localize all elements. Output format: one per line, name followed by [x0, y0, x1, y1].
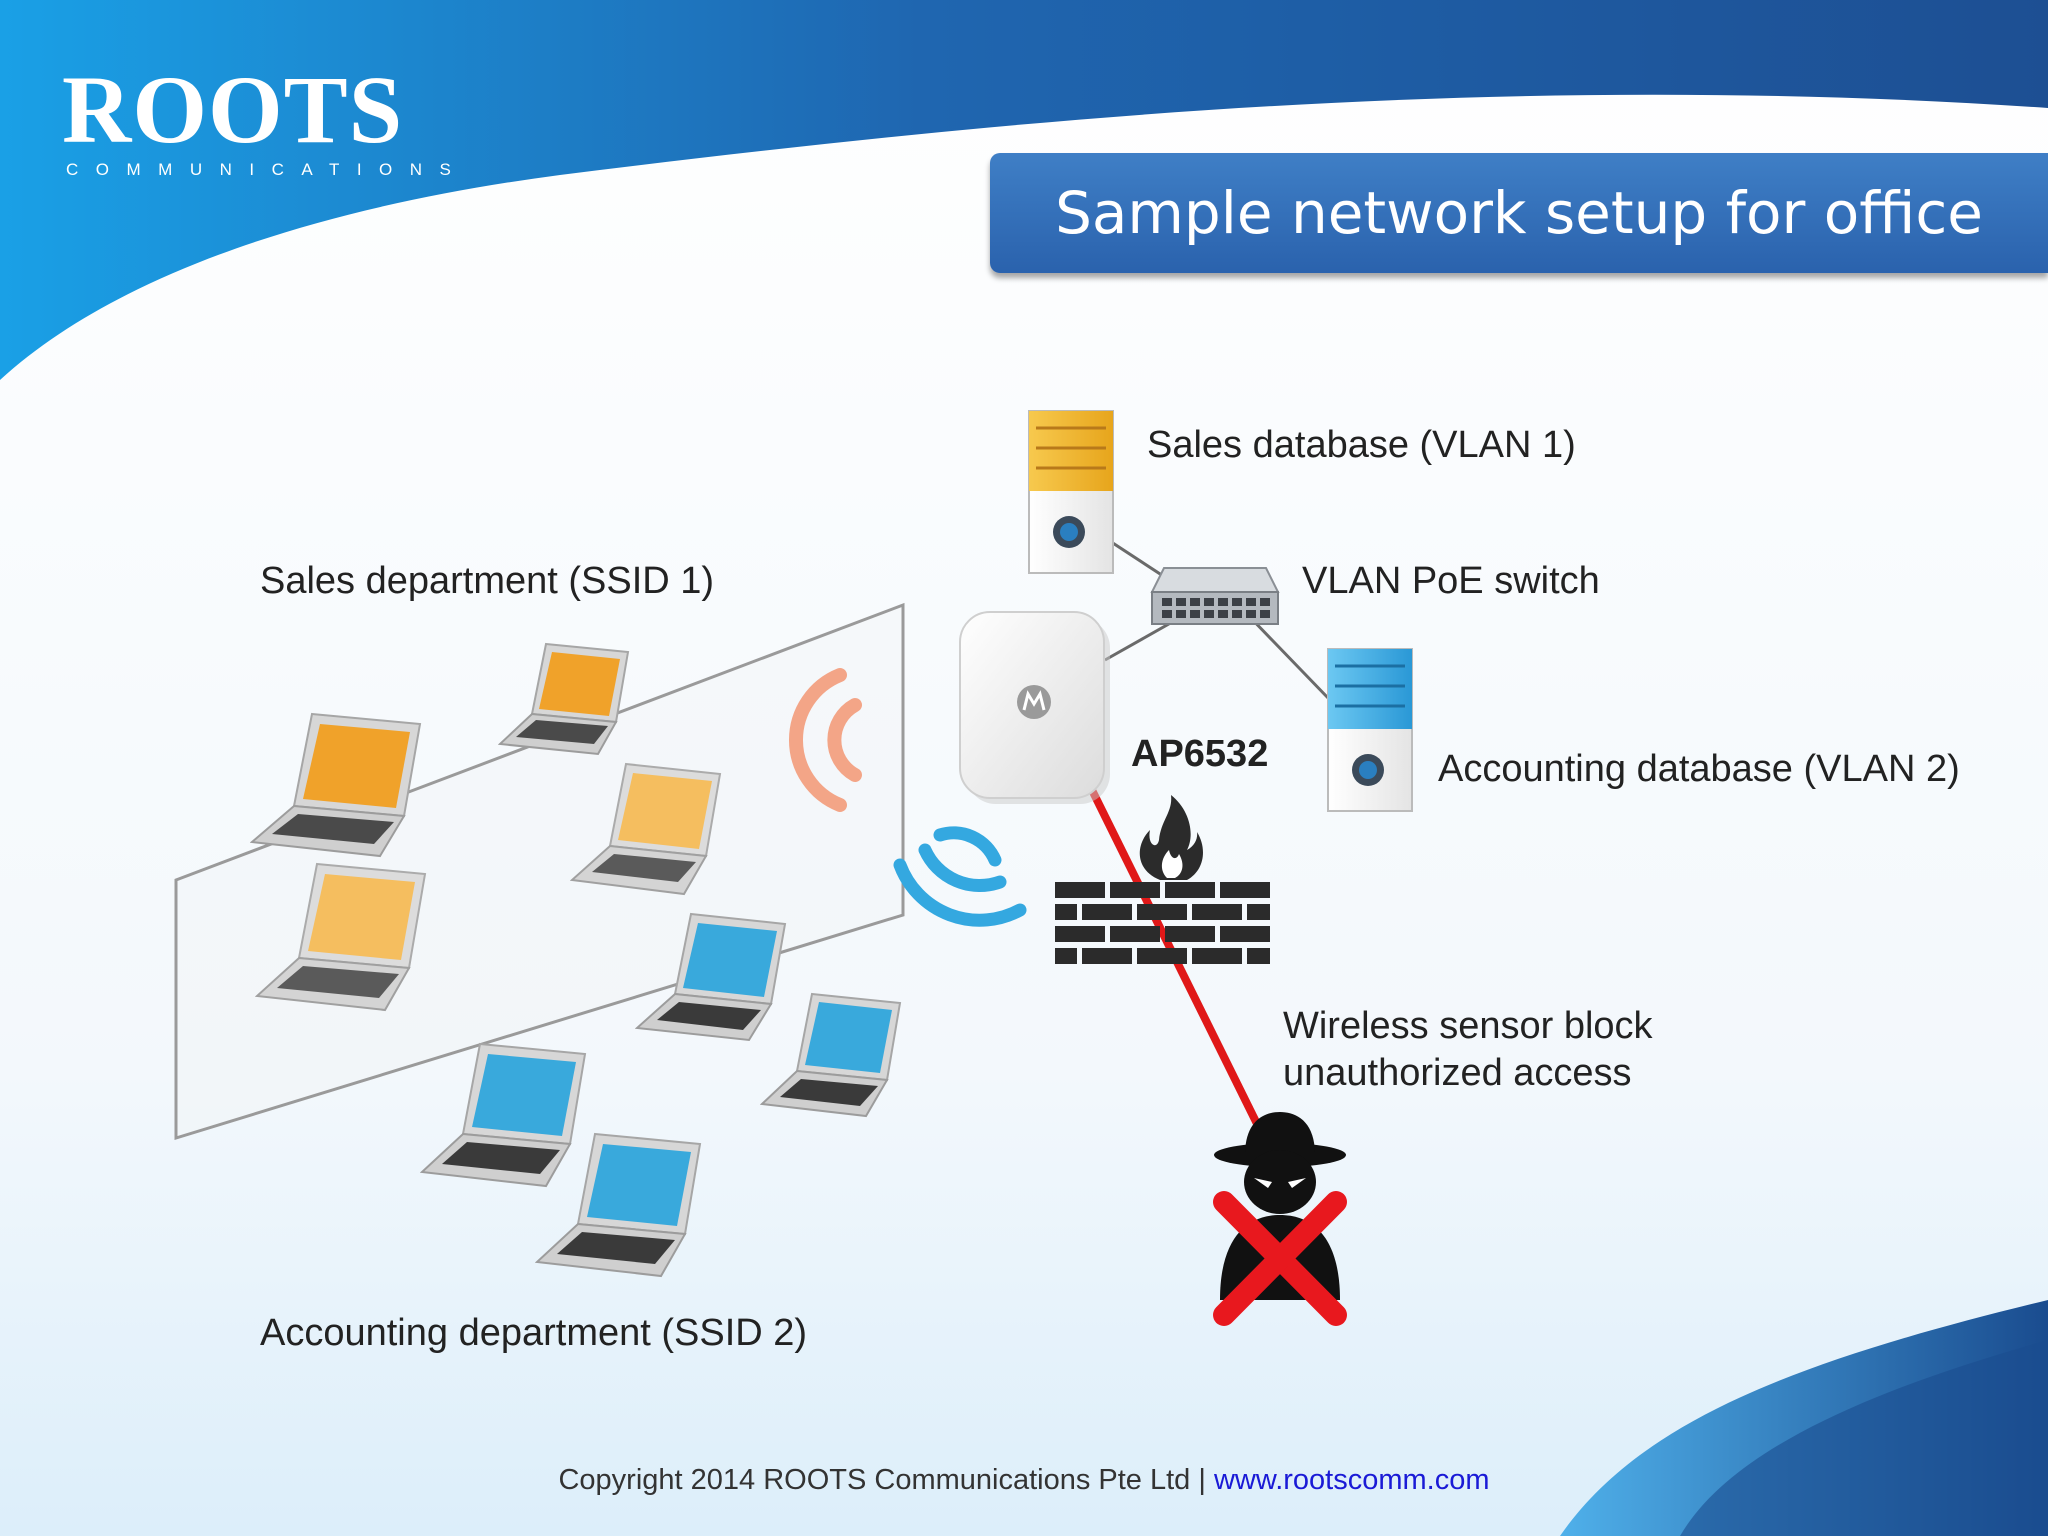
- sales-laptop-icon: [255, 862, 427, 1012]
- vlan-poe-switch-icon: [1150, 567, 1280, 625]
- sales-database-server-icon: [1028, 410, 1114, 574]
- wifi-signal-sales-icon: [788, 668, 862, 812]
- access-point-label: AP6532: [1131, 733, 1269, 775]
- accounting-database-server-icon: [1327, 648, 1413, 812]
- title-bar: [990, 153, 2048, 273]
- sales-department-label: Sales department (SSID 1): [260, 560, 715, 602]
- sales-database-label: Sales database (VLAN 1): [1147, 424, 1576, 466]
- vlan-switch-label: VLAN PoE switch: [1302, 560, 1600, 602]
- intruder-blocked-icon: [1213, 1112, 1347, 1326]
- sales-laptop-icon: [570, 762, 722, 896]
- logo-tagline: COMMUNICATIONS: [66, 160, 469, 179]
- accounting-laptop-icon: [535, 1132, 702, 1278]
- accounting-laptop-icon: [420, 1042, 587, 1188]
- footer: Copyright 2014 ROOTS Communications Pte …: [0, 1464, 2048, 1497]
- wifi-signal-accounting-icon: [893, 826, 1027, 927]
- website-link[interactable]: www.rootscomm.com: [1213, 1464, 1490, 1496]
- access-point-icon: [959, 611, 1110, 804]
- slide-title: Sample network setup for office: [1055, 179, 1983, 247]
- sales-laptop-icon: [250, 712, 422, 858]
- sensor-link-line: [1088, 788, 1269, 1142]
- accounting-database-label: Accounting database (VLAN 2): [1438, 748, 1960, 790]
- sensor-label-line2: unauthorized access: [1283, 1052, 1632, 1094]
- logo-wordmark: ROOTS: [62, 56, 404, 163]
- accounting-laptop-icon: [635, 912, 787, 1042]
- copyright-text: Copyright 2014 ROOTS Communications Pte …: [558, 1464, 1214, 1496]
- firewall-icon: [1055, 795, 1270, 964]
- accounting-department-label: Accounting department (SSID 2): [260, 1312, 808, 1354]
- sensor-label-line1: Wireless sensor block: [1283, 1005, 1653, 1047]
- accounting-laptop-icon: [760, 992, 902, 1118]
- sales-laptop-icon: [498, 642, 630, 756]
- cable-accounting-db: [1243, 610, 1332, 702]
